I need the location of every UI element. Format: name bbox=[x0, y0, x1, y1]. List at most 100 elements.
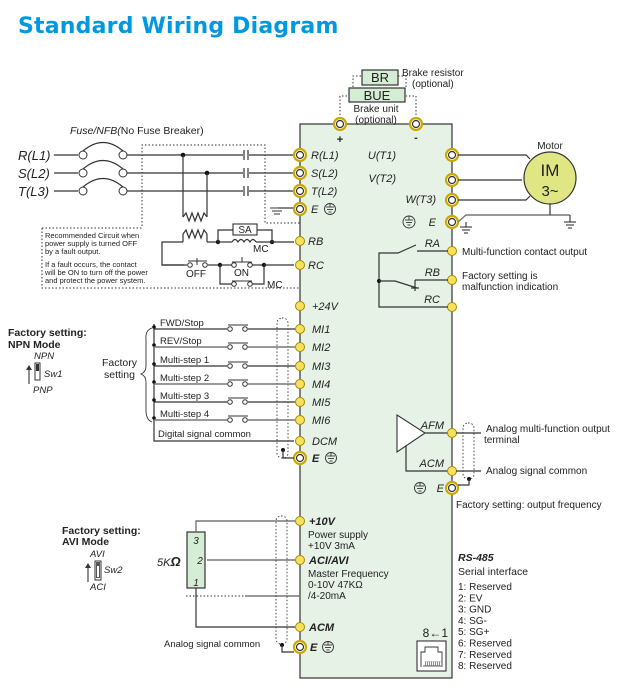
terminal-24v[interactable] bbox=[295, 301, 305, 311]
on-button-label: ON bbox=[234, 268, 249, 279]
brake-unit-box bbox=[348, 87, 406, 103]
amplifier-symbol bbox=[396, 413, 426, 454]
factory-brace bbox=[139, 327, 153, 423]
terminal-mi4[interactable] bbox=[295, 379, 305, 389]
switch-contact[interactable] bbox=[227, 399, 233, 405]
aci-desc-1: Master Frequency bbox=[308, 569, 389, 580]
ground-icon bbox=[322, 641, 334, 653]
ground-icon bbox=[402, 215, 416, 229]
terminal-mi6[interactable] bbox=[295, 415, 305, 425]
ground-icon bbox=[414, 482, 426, 494]
label-dcm: DCM bbox=[312, 436, 338, 448]
label-mi6: MI6 bbox=[312, 415, 331, 427]
label-acm-in: ACM bbox=[308, 622, 335, 634]
rs485-pin: 5: SG+ bbox=[458, 627, 490, 638]
label-e-analog-out: E bbox=[437, 483, 445, 495]
label-e-motor: E bbox=[429, 217, 437, 229]
terminal-rc-relay[interactable] bbox=[447, 302, 457, 312]
switch-contact[interactable] bbox=[227, 363, 233, 369]
label-r: R(L1) bbox=[311, 150, 339, 162]
terminal-afm[interactable] bbox=[447, 428, 457, 438]
rj45-port-icon[interactable] bbox=[416, 640, 447, 672]
label-24v: +24V bbox=[312, 301, 340, 313]
switch-contact[interactable] bbox=[227, 417, 233, 423]
rs485-pin: 3: GND bbox=[458, 605, 491, 616]
label-rc-relay: RC bbox=[424, 294, 440, 306]
switch-contact[interactable] bbox=[242, 381, 248, 387]
terminal-rb-relay[interactable] bbox=[447, 275, 457, 285]
digital-input-section: Factory setting: NPN Mode NPN Sw1 PNP Fa… bbox=[8, 317, 294, 459]
off-button-label: OFF bbox=[186, 269, 206, 280]
label-t: T(L2) bbox=[311, 186, 338, 198]
switch-contact[interactable] bbox=[227, 381, 233, 387]
switch-contact[interactable] bbox=[242, 326, 248, 332]
terminal-acm-out[interactable] bbox=[447, 466, 457, 476]
terminal-mi5[interactable] bbox=[295, 397, 305, 407]
terminal-mi2[interactable] bbox=[295, 342, 305, 352]
switch-contact[interactable] bbox=[227, 344, 233, 350]
motor: Motor IM 3~ bbox=[523, 141, 577, 205]
fuse-r bbox=[78, 141, 128, 160]
ground-icon bbox=[325, 452, 337, 464]
drive-body bbox=[299, 123, 453, 679]
switch-contact[interactable] bbox=[242, 399, 248, 405]
afm-description-1: Analog multi-function output bbox=[486, 424, 610, 435]
label-mi3: MI3 bbox=[312, 361, 331, 373]
mc-contact-label: MC bbox=[267, 280, 283, 291]
terminal-acm-in[interactable] bbox=[295, 622, 305, 632]
sw1-switch-icon[interactable] bbox=[26, 362, 41, 384]
terminal-10v[interactable] bbox=[295, 516, 305, 526]
brake-resistor-label: BR bbox=[371, 70, 389, 85]
plus-label: + bbox=[337, 134, 343, 146]
input-line-r: R(L1) bbox=[18, 148, 51, 163]
factory-setting-label-1: Factory bbox=[102, 357, 138, 369]
brake-resistor-optional: (optional) bbox=[412, 79, 454, 90]
sw2-switch-icon[interactable] bbox=[85, 560, 102, 582]
label-acm-out: ACM bbox=[419, 458, 445, 470]
pot-pin-1: 1 bbox=[193, 578, 199, 589]
switch-contact[interactable] bbox=[242, 363, 248, 369]
terminal-rb[interactable] bbox=[295, 236, 305, 246]
10v-desc-2: +10V 3mA bbox=[308, 541, 355, 552]
pnp-label: PNP bbox=[33, 385, 53, 396]
label-mi5: MI5 bbox=[312, 397, 331, 409]
recommended-note-2: If a fault occurs, the contact will be O… bbox=[44, 260, 150, 285]
switch-contact[interactable] bbox=[242, 417, 248, 423]
terminal-mi3[interactable] bbox=[295, 361, 305, 371]
terminal-dcm[interactable] bbox=[295, 436, 305, 446]
analog-output-section: AFM ACM E Analog multi-function output t… bbox=[396, 413, 610, 511]
sa-label: SA bbox=[238, 225, 252, 236]
aci-desc-2: 0-10V 47KΩ bbox=[308, 580, 363, 591]
switch-contact[interactable] bbox=[227, 326, 233, 332]
rs485-port-order: 8←1 bbox=[423, 626, 449, 640]
terminal-ra[interactable] bbox=[447, 246, 457, 256]
pot-value: 5KΩ bbox=[157, 554, 181, 569]
digital-input-row: Multi-step 4 bbox=[152, 409, 295, 423]
analog-signal-common-label: Analog signal common bbox=[164, 639, 260, 650]
motor-phase: 3~ bbox=[541, 183, 558, 200]
recommended-note-1: Recommended Circuit when power supply is… bbox=[45, 231, 141, 256]
rs485-pin: 4: SG- bbox=[458, 616, 487, 627]
afm-description-2: terminal bbox=[484, 435, 520, 446]
label-s: S(L2) bbox=[311, 168, 338, 180]
brake-unit-optional: (optional) bbox=[355, 115, 397, 126]
dcm-e-terminals: DCM E bbox=[292, 436, 338, 466]
terminal-aci-avi[interactable] bbox=[295, 555, 305, 565]
label-10v: +10V bbox=[309, 516, 337, 528]
brake-section: BR Brake resistor (optional) BUE Brake u… bbox=[332, 68, 464, 146]
label-rc: RC bbox=[308, 260, 324, 272]
fuse-t bbox=[78, 177, 128, 196]
label-afm: AFM bbox=[420, 420, 445, 432]
terminal-mi1[interactable] bbox=[295, 324, 305, 334]
rs485-pin: 1: Reserved bbox=[458, 582, 512, 593]
terminal-rc[interactable] bbox=[295, 260, 305, 270]
power-input-section: Fuse/NFB(No Fuse Breaker) R(L1) S(L2) T(… bbox=[18, 125, 300, 289]
avi-label: AVI bbox=[89, 549, 105, 560]
digital-input-label: FWD/Stop bbox=[160, 318, 204, 329]
label-mi4: MI4 bbox=[312, 379, 330, 391]
switch-contact[interactable] bbox=[242, 344, 248, 350]
10v-desc-1: Power supply bbox=[308, 530, 368, 541]
